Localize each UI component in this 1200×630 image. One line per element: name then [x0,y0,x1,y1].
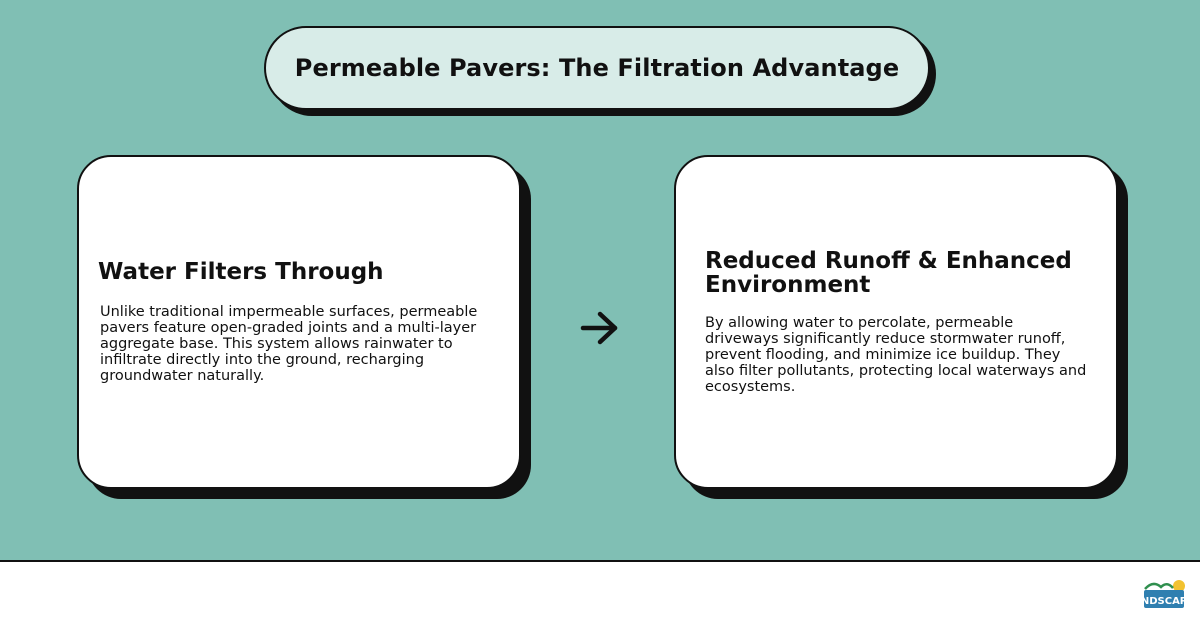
title-banner: Permeable Pavers: The Filtration Advanta… [264,26,930,110]
card-body-text: By allowing water to percolate, permeabl… [705,315,1087,395]
card-body-text: Unlike traditional impermeable surfaces,… [100,304,478,384]
company-logo: NDSCAP [1143,580,1185,608]
card-water-filters: Water Filters Through Unlike traditional… [77,155,521,489]
arrow-right-icon [580,311,618,345]
slide-canvas: Permeable Pavers: The Filtration Advanta… [0,0,1200,562]
logo-text: NDSCAP [1143,596,1185,607]
slide-title: Permeable Pavers: The Filtration Advanta… [294,54,900,82]
card-reduced-runoff: Reduced Runoff & Enhanced Environment By… [674,155,1118,489]
card-heading: Reduced Runoff & Enhanced Environment [705,248,1072,298]
card-heading: Water Filters Through [98,259,384,285]
